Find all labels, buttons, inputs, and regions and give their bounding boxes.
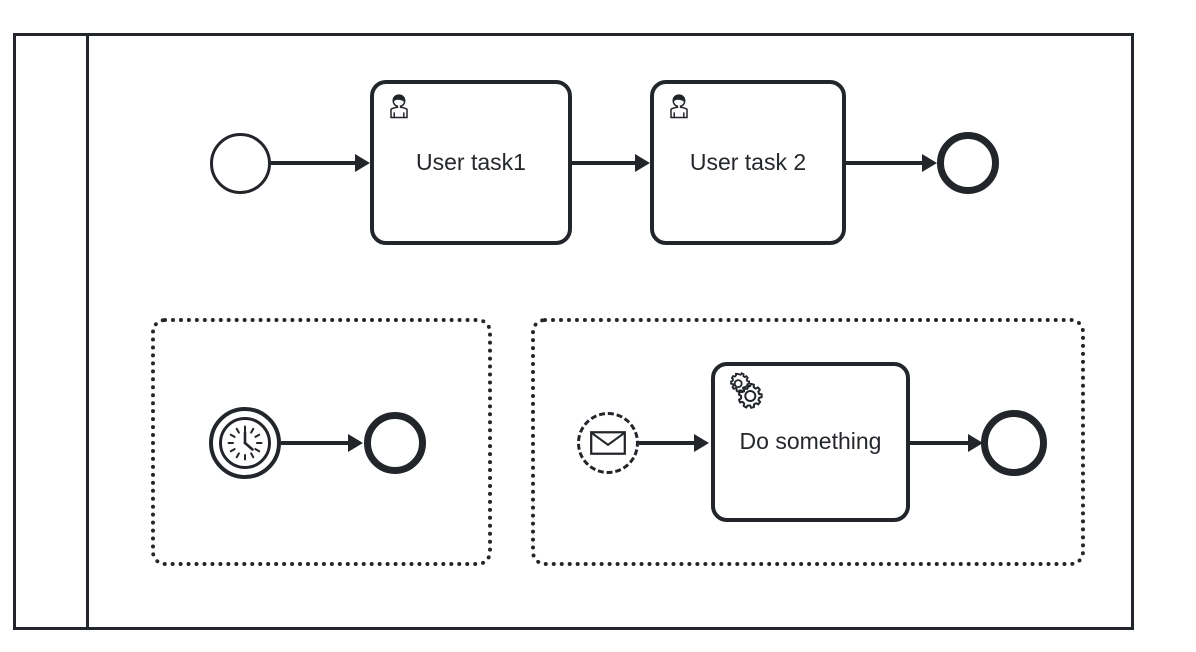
start-event-1[interactable]: [210, 133, 271, 194]
envelope-icon: [580, 415, 636, 471]
sequence-flow-2-arrowhead: [635, 154, 650, 172]
end-event-3[interactable]: [981, 410, 1047, 476]
user-task-2-label: User task 2: [689, 148, 807, 175]
user-task-1[interactable]: User task1: [370, 80, 572, 245]
end-event-1[interactable]: [937, 132, 999, 194]
service-task-1[interactable]: Do something: [711, 362, 910, 522]
service-task-1-label: Do something: [739, 428, 882, 455]
sequence-flow-1-arrowhead: [355, 154, 370, 172]
process-pool[interactable]: [13, 33, 1134, 630]
sequence-flow-6[interactable]: [910, 441, 968, 445]
sequence-flow-1[interactable]: [271, 161, 355, 165]
timer-inner-ring: [219, 417, 271, 469]
sequence-flow-3[interactable]: [846, 161, 922, 165]
gear-icon: [724, 371, 764, 411]
message-event[interactable]: [577, 412, 639, 474]
sequence-flow-3-arrowhead: [922, 154, 937, 172]
clock-icon: [213, 411, 277, 475]
end-event-2[interactable]: [364, 412, 426, 474]
group-right[interactable]: [531, 318, 1085, 566]
user-icon: [662, 90, 696, 124]
sequence-flow-5[interactable]: [639, 441, 694, 445]
sequence-flow-4-arrowhead: [348, 434, 363, 452]
sequence-flow-6-arrowhead: [968, 434, 983, 452]
user-task-2[interactable]: User task 2: [650, 80, 846, 245]
timer-start-event[interactable]: [209, 407, 281, 479]
group-left[interactable]: [151, 318, 492, 566]
lane-header[interactable]: [16, 36, 86, 627]
sequence-flow-5-arrowhead: [694, 434, 709, 452]
sequence-flow-2[interactable]: [572, 161, 635, 165]
lane-header-divider: [86, 33, 89, 630]
sequence-flow-4[interactable]: [281, 441, 348, 445]
user-task-1-label: User task1: [416, 148, 526, 175]
user-icon: [382, 90, 416, 124]
